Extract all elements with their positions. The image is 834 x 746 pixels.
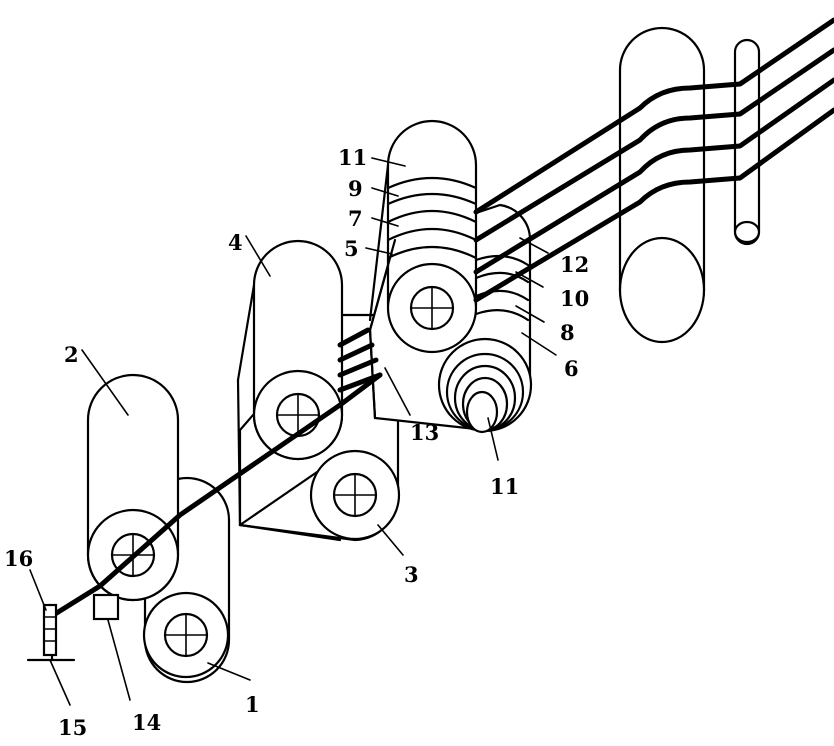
guide-14 [94,595,118,619]
label-9: 9 [348,176,363,201]
label-1: 1 [245,692,260,717]
label-5: 5 [344,236,359,261]
label-14: 14 [132,710,161,735]
label-11-bottom: 11 [490,474,519,499]
label-8: 8 [560,320,575,345]
label-12: 12 [560,252,589,277]
top-front-roller [388,264,476,352]
label-4: 4 [228,230,243,255]
label-15: 15 [58,715,87,740]
far-right-roller-unit [620,28,759,342]
label-10: 10 [560,286,589,311]
label-13: 13 [410,420,439,445]
label-16: 16 [4,546,33,571]
label-3: 3 [404,562,419,587]
label-2: 2 [64,342,79,367]
bottom-roller-11 [439,339,531,432]
roller-unit-1-2 [88,375,229,682]
roller-1 [144,593,228,677]
label-11-top: 11 [338,145,367,170]
label-7: 7 [348,206,363,231]
creel-15-16 [28,605,74,660]
label-6: 6 [564,356,579,381]
roller-3 [311,451,399,539]
